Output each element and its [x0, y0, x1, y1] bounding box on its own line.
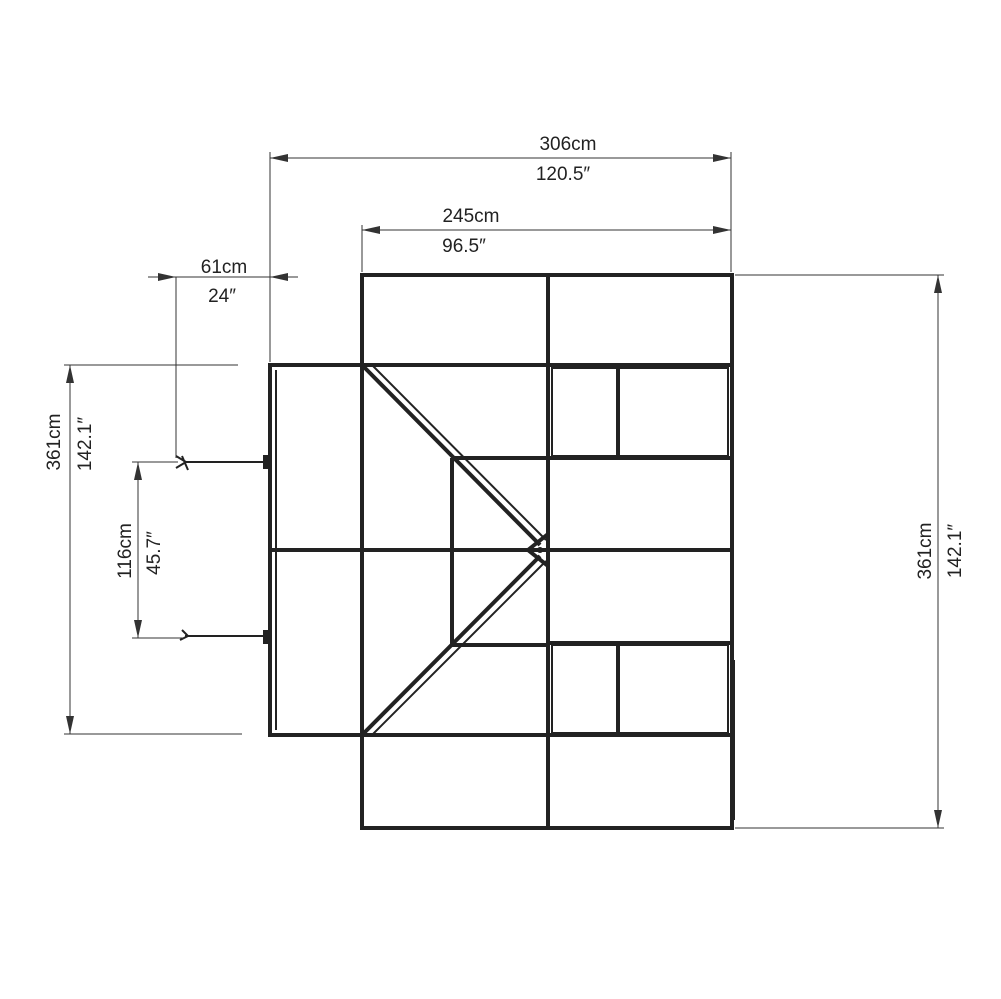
diagonal-bar-upper-inner [371, 364, 547, 541]
arrow-left [158, 273, 176, 281]
dimension-label-metric: 361cm [44, 413, 65, 470]
dimension-label-metric: 116cm [115, 523, 136, 579]
door-handle-lower-icon [179, 629, 190, 641]
diagonal-bar-lower-inner [371, 560, 547, 736]
apex-connector [524, 529, 550, 571]
dimension-label-imperial: 24″ [208, 286, 236, 307]
dimension-label-imperial: 45.7″ [144, 531, 165, 575]
arrow-bottom [134, 620, 142, 638]
diagonal-bar-upper [360, 363, 542, 547]
dimension-label-imperial: 96.5″ [442, 236, 486, 257]
arrow-bottom [934, 810, 942, 828]
diagonal-bar-lower [360, 554, 542, 737]
dimension-left-depth: 361cm 142.1″ [44, 364, 242, 735]
door-hinge-lower [263, 630, 269, 644]
dimension-label-imperial: 142.1″ [945, 524, 966, 579]
dimension-door-offset: 61cm 24″ [148, 257, 298, 458]
dimension-door-opening: 116cm 45.7″ [115, 461, 184, 639]
arrow-right [270, 273, 288, 281]
dimension-label-metric: 61cm [201, 257, 247, 278]
dimension-label-metric: 361cm [915, 522, 936, 579]
dimension-label-imperial: 120.5″ [536, 164, 591, 185]
greenhouse-frame [175, 273, 735, 830]
dimension-right-depth: 361cm 142.1″ [735, 274, 966, 829]
arrow-right [713, 154, 731, 162]
arrow-top [934, 275, 942, 293]
apex-bolt [537, 547, 543, 553]
arrow-top [66, 365, 74, 383]
dimension-label-metric: 245cm [442, 206, 499, 227]
arrow-left [270, 154, 288, 162]
dimension-total-width: 306cm 120.5″ [269, 134, 732, 362]
dimension-label-metric: 306cm [539, 134, 596, 155]
door-hinge-upper [263, 455, 269, 469]
right-window-upper [551, 367, 729, 457]
arrow-right [713, 226, 731, 234]
door-handle-upper-icon [175, 455, 189, 471]
dimension-label-imperial: 142.1″ [75, 417, 96, 472]
arrow-bottom [66, 716, 74, 734]
arrow-top [134, 462, 142, 480]
right-window-lower [551, 644, 729, 734]
dimension-main-width: 245cm 96.5″ [361, 206, 731, 272]
arrow-left [362, 226, 380, 234]
